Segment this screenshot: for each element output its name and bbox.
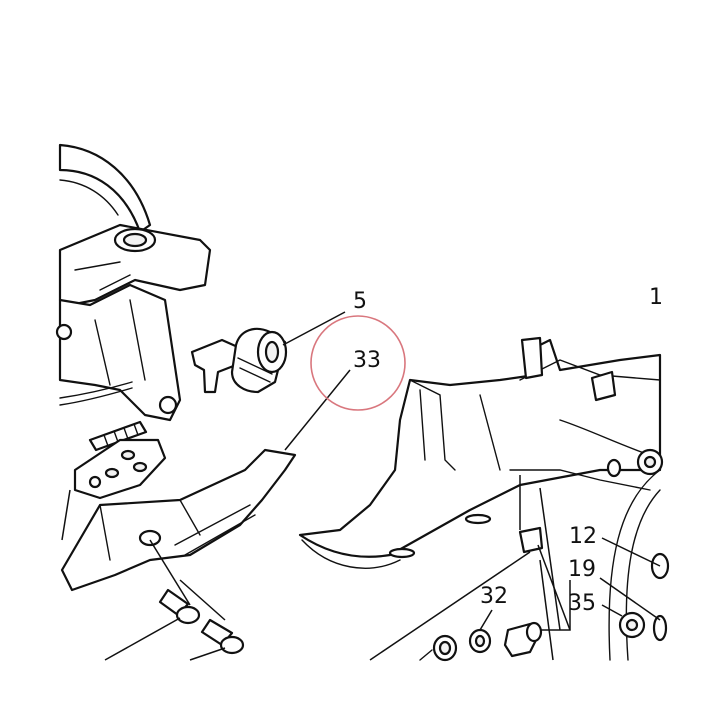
leader-5 bbox=[282, 311, 346, 346]
hinge-plate bbox=[73, 438, 167, 500]
callout-1: 1 bbox=[649, 285, 663, 310]
pedal-lever-33 bbox=[60, 448, 297, 592]
bushing-35 bbox=[618, 611, 668, 642]
callout-35: 35 bbox=[568, 591, 596, 616]
bushing-12 bbox=[636, 448, 670, 580]
highlight-circle bbox=[310, 315, 406, 411]
screw-pair bbox=[104, 539, 245, 661]
hardware-row-32 bbox=[419, 580, 571, 662]
callout-19: 19 bbox=[568, 557, 596, 582]
lock-cylinder-5 bbox=[190, 327, 288, 394]
leader-35 bbox=[601, 604, 623, 617]
frame-bracket-left bbox=[55, 143, 212, 422]
callout-12: 12 bbox=[569, 524, 597, 549]
leader-12 bbox=[601, 537, 661, 567]
leader-19 bbox=[599, 577, 661, 621]
callout-33: 33 bbox=[353, 348, 381, 373]
callout-5: 5 bbox=[353, 289, 367, 314]
housing-assembly-1 bbox=[298, 336, 662, 661]
callout-32: 32 bbox=[480, 584, 508, 609]
leader-33 bbox=[284, 369, 351, 451]
leader-hinge bbox=[61, 489, 71, 541]
stud-pin bbox=[369, 475, 571, 661]
spring-pin bbox=[88, 420, 148, 452]
